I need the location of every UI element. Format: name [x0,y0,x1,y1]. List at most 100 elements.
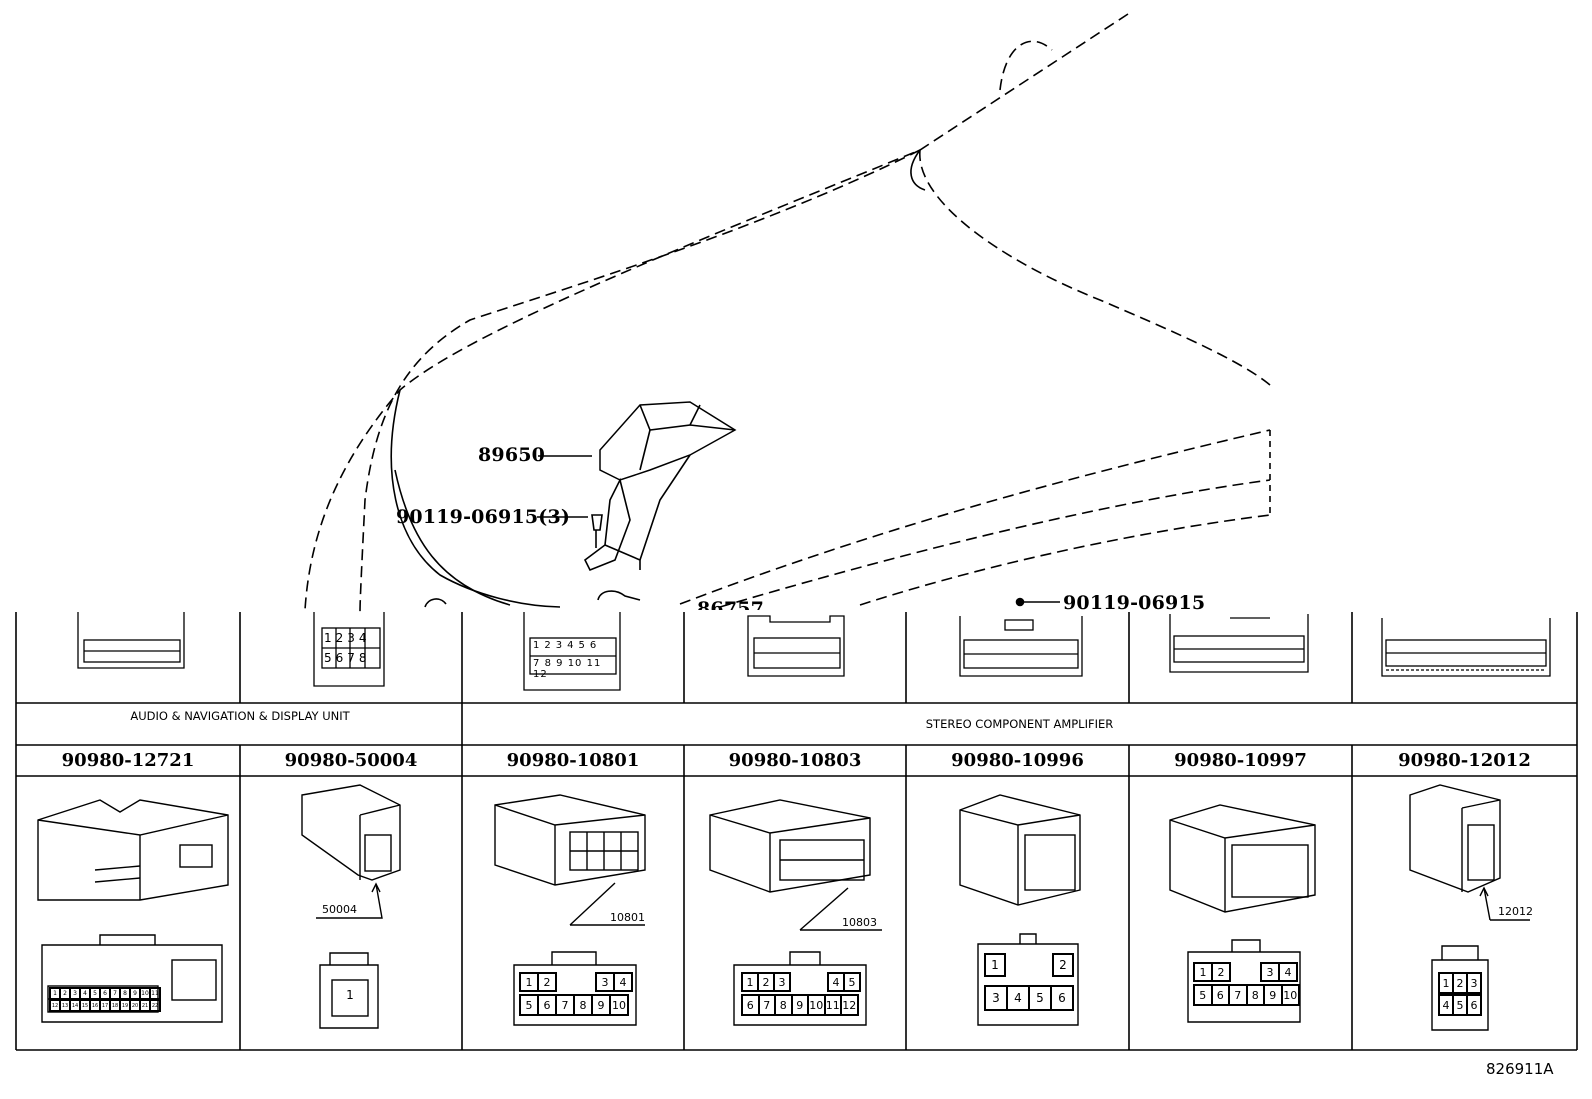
pin: 1 [50,988,60,999]
pin: 16 [90,1000,100,1011]
label-10803: 10803 [842,916,877,929]
pins-10996-row1a: 1 [984,953,1006,977]
pin: 3 [596,973,614,991]
pin: 10 [610,995,628,1015]
part-number-50004: 90980-50004 [284,750,418,771]
connector-10996-face [977,943,1079,1026]
pin: 2 [1212,963,1230,981]
pin: 13 [60,1000,70,1011]
pin: 6 [1211,985,1229,1005]
pin: 11 [150,988,160,999]
pin: 12 [533,669,548,680]
pin: 7 [533,658,541,669]
pin: 4 [1439,995,1453,1015]
top-connector-pins-8b: 5678 [324,651,382,665]
pin: 4 [614,973,632,991]
pin: 9 [1264,985,1282,1005]
pin: 9 [592,995,610,1015]
pin: 1 [742,973,758,991]
pin-50004: 1 [346,988,354,1002]
pin: 12 [50,1000,60,1011]
pin: 7 [1229,985,1247,1005]
connector-10801-body [494,794,646,886]
label-10801: 10801 [610,911,645,924]
pin: 18 [110,1000,120,1011]
pin: 2 [1453,973,1467,993]
pin: 11 [586,658,602,669]
connector-12012-face [1431,959,1489,1031]
pin: 17 [100,1000,110,1011]
top-connector-pins-12b: 7 8 9 10 11 12 [533,658,617,680]
pin: 10 [140,988,150,999]
connector-50004-body [301,784,401,881]
pin: 2 [335,631,348,645]
pin: 3 [985,986,1007,1010]
pin: 6 [742,995,759,1015]
pin: 6 [589,640,602,651]
pin: 15 [80,1000,90,1011]
pin: 5 [1194,985,1212,1005]
pin: 8 [358,651,371,665]
pin: 10 [808,995,825,1015]
part-number-10801: 90980-10801 [506,750,640,771]
pin: 10 [567,658,583,669]
diagram-reference-number: 826911A [1486,1060,1554,1078]
pin: 5 [90,988,100,999]
part-number-10997: 90980-10997 [1174,750,1307,771]
pin: 8 [120,988,130,999]
pin: 1 [520,973,538,991]
pin: 1 [1194,963,1212,981]
pin: 4 [1007,986,1029,1010]
pin: 1 [985,954,1005,976]
part-number-10803: 90980-10803 [728,750,862,771]
pin: 5 [1029,986,1051,1010]
pin: 6 [1051,986,1073,1010]
top-connector-pins-12a: 123456 [533,640,617,651]
pin: 5 [324,651,336,665]
connector-50004-face [319,964,379,1029]
pin: 8 [544,658,552,669]
pin: 21 [140,1000,150,1011]
part-number-12012: 90980-12012 [1398,750,1531,771]
pin: 4 [1279,963,1297,981]
pin: 8 [574,995,592,1015]
pin: 3 [555,640,568,651]
pin: 8 [1246,985,1264,1005]
pin: 7 [347,651,359,665]
pin: 6 [335,651,348,665]
pin: 2 [538,973,556,991]
pin: 4 [80,988,90,999]
pin: 9 [556,658,564,669]
pin: 1 [324,631,336,645]
pin: 2 [544,640,556,651]
connector-10997-body [1169,804,1316,913]
pin: 7 [758,995,775,1015]
pin: 5 [578,640,590,651]
part-number-10996: 90980-10996 [951,750,1084,771]
callout-bolt-top: 90119-06915(3) [396,506,571,528]
label-12012: 12012 [1498,905,1533,918]
pin: 2 [60,988,70,999]
pin: 4 [567,640,579,651]
callout-module: 89650 [478,444,546,466]
pin: 10 [1281,985,1299,1005]
pin: 3 [347,631,359,645]
pin: 5 [1453,995,1467,1015]
pin: 14 [70,1000,80,1011]
top-connector-pins-8: 1234 [324,631,382,645]
pin: 8 [775,995,792,1015]
pin: 5 [520,995,538,1015]
